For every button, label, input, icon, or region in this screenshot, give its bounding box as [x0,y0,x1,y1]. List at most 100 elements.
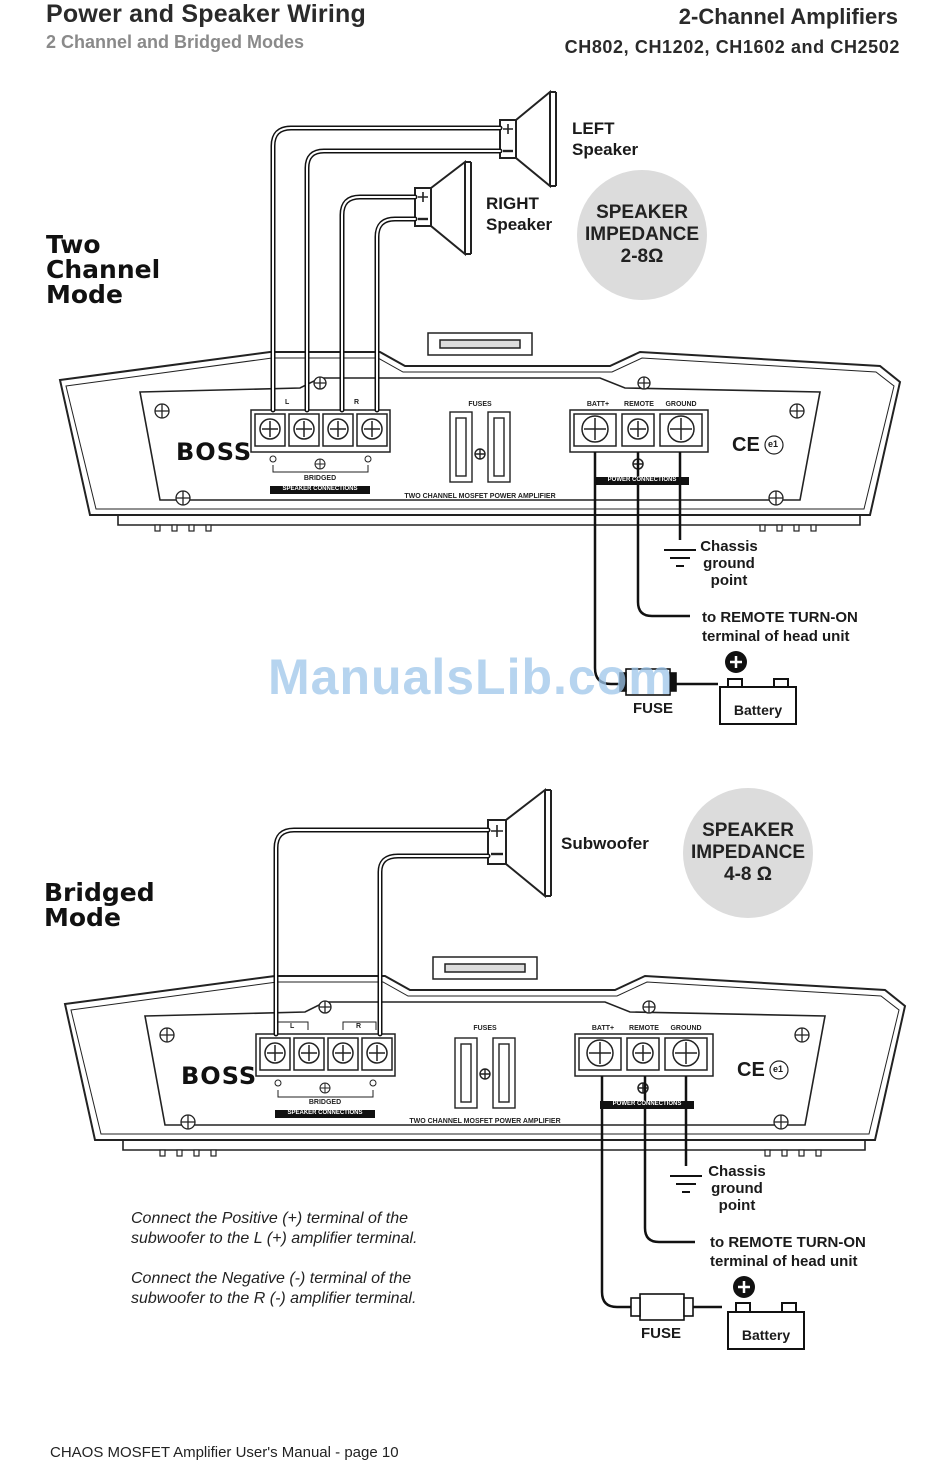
terminal-l-label: L [285,399,290,406]
ce-mark: CE [732,434,760,456]
chassis-ground-symbol [664,549,696,567]
page-title: Power and Speaker Wiring [46,0,366,28]
speaker-terminal-block [250,409,391,453]
boss-logo: BOSS [176,438,253,466]
amplifier-model-text: TWO CHANNEL MOSFET POWER AMPLIFIER [409,1118,561,1125]
mode-title-line: Channel [46,255,161,284]
impedance-badge: SPEAKER IMPEDANCE 2-8Ω [577,170,707,300]
panel-screws [154,376,805,506]
right-speaker-icon [414,159,472,257]
amplifier-feet [159,1149,822,1157]
remote-turn-on-label: to REMOTE TURN-ON terminal of head unit [710,1233,866,1271]
amplifier-body [63,974,907,1151]
batt-label: BATT+ [586,401,610,408]
label-line: point [718,1197,756,1214]
note-line: subwoofer to the L (+) amplifier termina… [131,1230,418,1247]
battery-label: Battery [733,702,783,718]
impedance-line: SPEAKER [596,202,688,223]
battery-label: Battery [741,1327,791,1343]
speaker-connections-label: SPEAKER CONNECTIONS [287,1110,363,1116]
chassis-ground-label: Chassis ground point [690,538,768,589]
mode-title-line: Mode [46,280,123,309]
bridged-bracket [269,455,372,473]
power-connections-label: POWER CONNECTIONS [612,1101,682,1107]
amplifier-feet [154,524,817,532]
model-list: CH802, CH1202, CH1602 and CH2502 [564,37,900,57]
watermark: ManualsLib.com [268,649,674,705]
power-wires [600,1076,722,1309]
subwoofer-wires [273,827,491,1037]
page-subtitle: 2 Channel and Bridged Modes [46,32,305,52]
remote-turn-on-label: to REMOTE TURN-ON terminal of head unit [702,608,858,646]
amplifier-model-text: TWO CHANNEL MOSFET POWER AMPLIFIER [404,493,556,500]
power-wires [593,452,718,686]
impedance-line: IMPEDANCE [690,842,805,863]
note-line: Connect the Negative (-) terminal of the [131,1270,412,1287]
label-line: Speaker [572,140,639,159]
chassis-ground-symbol [670,1175,702,1193]
e1-mark-ring [764,435,784,455]
chassis-ground-label: Chassis ground point [698,1163,776,1214]
left-speaker-label: LEFT Speaker [572,118,638,160]
mode-title-line: Mode [44,903,121,932]
impedance-value: 4-8 Ω [724,864,772,885]
subwoofer-label: Subwoofer [561,834,649,853]
bridged-label: BRIDGED [303,475,337,482]
impedance-value: 2-8Ω [620,246,664,267]
power-terminal-block [574,1033,714,1094]
battery-icon [719,678,797,725]
bridged-bracket [274,1079,377,1098]
remote-label: REMOTE [629,1025,659,1032]
power-terminal-block [569,409,709,470]
terminal-l-label: L [290,1023,295,1030]
fuse-label: FUSE [633,700,674,717]
label-line: ground [703,555,755,572]
amplifier-heatsink [427,332,533,356]
label-line: terminal of head unit [702,628,850,645]
label-line: Speaker [486,215,553,234]
inline-fuse [619,668,677,696]
battery-icon [727,1302,805,1350]
terminal-r-label: R [354,399,360,406]
ce-mark: CE [737,1059,765,1081]
batt-label: BATT+ [591,1025,615,1032]
page-footer: CHAOS MOSFET Amplifier User's Manual - p… [50,1444,399,1461]
remote-label: REMOTE [624,401,654,408]
impedance-line: SPEAKER [702,820,794,841]
label-line: to REMOTE TURN-ON [710,1234,866,1251]
impedance-line: IMPEDANCE [584,224,699,245]
right-speaker-label: RIGHT Speaker [486,193,552,235]
battery-positive-icon [725,651,747,673]
label-line: ground [711,1180,763,1197]
fuse-holders [454,1037,516,1109]
ground-label: GROUND [665,401,697,408]
note-line: Connect the Positive (+) terminal of the [131,1210,409,1227]
speaker-connections-bar [270,486,370,494]
amplifier-heatsink [432,956,538,980]
fuses-label: FUSES [473,1025,497,1032]
e1-mark: e1 [773,1064,784,1074]
mode-title-line: Bridged [44,878,155,907]
positive-wiring-note: Connect the Positive (+) terminal of the… [131,1209,418,1249]
label-line: LEFT [572,119,615,138]
impedance-badge: SPEAKER IMPEDANCE 4-8 Ω [683,788,813,918]
power-connections-bar [595,477,689,485]
product-line-title: 2-Channel Amplifiers [678,4,898,29]
boss-logo: BOSS [181,1062,258,1090]
fuse-label: FUSE [641,1325,682,1342]
two-channel-mode-title: Two Channel Mode [46,232,160,307]
e1-mark-ring [769,1060,789,1080]
fuse-holders [449,411,511,483]
power-connections-label: POWER CONNECTIONS [607,477,677,483]
speaker-connections-label: SPEAKER CONNECTIONS [282,486,358,492]
speaker-connections-bar [275,1110,375,1118]
bridged-label: BRIDGED [308,1099,342,1106]
speaker-terminal-block [255,1033,396,1077]
label-line: point [710,572,748,589]
mode-title-line: Two [46,230,101,259]
label-line: RIGHT [486,194,539,213]
negative-wiring-note: Connect the Negative (-) terminal of the… [131,1269,416,1309]
label-line: Chassis [708,1163,766,1180]
label-line: terminal of head unit [710,1253,858,1270]
